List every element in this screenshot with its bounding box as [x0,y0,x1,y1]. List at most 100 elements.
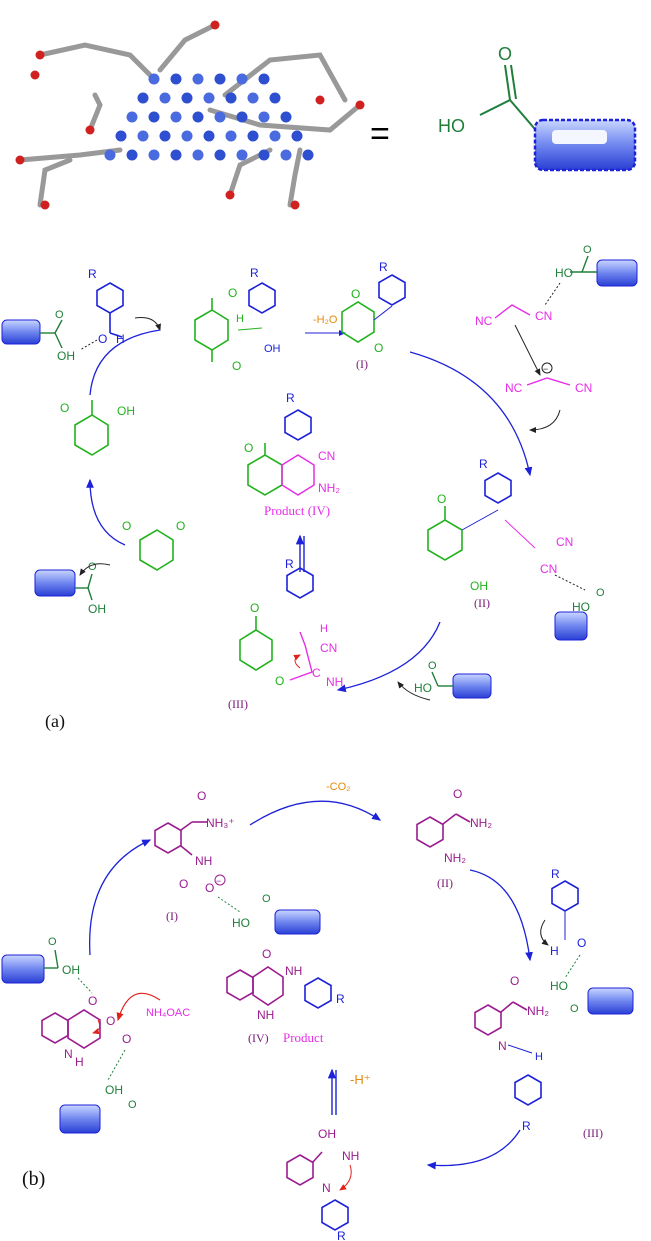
support-block [554,611,588,641]
support-block [1,319,41,345]
svg-text:(I): (I) [166,909,178,923]
svg-text:-H⁺: -H⁺ [350,1072,371,1087]
svg-text:O: O [510,974,519,988]
svg-text:R: R [337,1229,346,1241]
support-block [34,569,76,597]
svg-text:O: O [498,44,512,64]
svg-text:CN: CN [318,449,335,463]
svg-text:NH: NH [285,964,302,978]
svg-text:H: H [550,944,559,958]
svg-text:OH: OH [62,963,80,977]
product-iv-label: Product (IV) [264,503,330,518]
svg-text:OH: OH [57,349,75,363]
svg-text:(I): (I) [356,357,368,371]
svg-text:O: O [262,893,271,905]
support-block [587,987,634,1015]
svg-text:OH: OH [470,579,488,593]
support-block [274,909,321,935]
svg-text:NH: NH [257,1008,274,1022]
svg-text:NH₄OAC: NH₄OAC [146,1007,190,1019]
svg-text:R: R [286,391,295,405]
svg-text:N: N [498,1039,507,1053]
panel-b: O NH₃⁺ NH O O − (I) HO O -CO₂ O NH₂ NH₂ … [1,781,634,1241]
svg-text:O: O [60,401,69,415]
svg-text:CN: CN [540,562,557,576]
svg-text:NH₂: NH₂ [444,851,466,865]
svg-text:(IV): (IV) [248,1031,269,1045]
svg-text:−: − [543,364,548,374]
svg-text:O: O [128,1099,137,1111]
svg-text:OH: OH [88,602,106,616]
svg-text:O: O [232,359,241,373]
svg-text:H: H [116,332,125,346]
svg-text:O: O [577,936,586,950]
svg-text:(III): (III) [583,1126,603,1140]
svg-text:NC: NC [475,314,493,328]
svg-text:O: O [275,674,284,688]
svg-text:H: H [535,1051,543,1063]
svg-text:R: R [522,1119,531,1133]
svg-text:H: H [320,623,328,635]
svg-text:H: H [236,313,244,325]
svg-text:CN: CN [535,309,552,323]
svg-text:O: O [453,787,462,801]
svg-text:O: O [106,1014,115,1028]
svg-text:HO: HO [550,979,568,993]
svg-text:NH₂: NH₂ [318,481,340,495]
svg-text:-H₂O: -H₂O [313,314,338,326]
svg-text:C: C [312,666,321,680]
svg-text:O: O [351,287,360,301]
svg-text:NH: NH [326,675,343,689]
svg-text:R: R [336,992,345,1006]
svg-text:O: O [583,244,592,256]
svg-text:O: O [250,601,259,615]
svg-text:O: O [197,789,206,803]
svg-text:O: O [98,332,107,346]
svg-text:N: N [64,1047,73,1061]
support-block [1,954,45,984]
svg-text:O: O [88,561,97,573]
equals-sign: = [370,115,390,153]
svg-text:NH₂: NH₂ [527,1004,549,1018]
svg-text:O: O [55,309,64,321]
svg-text:NH: NH [195,854,212,868]
svg-text:HO: HO [572,600,590,614]
svg-text:R: R [88,267,97,281]
svg-text:CN: CN [556,535,573,549]
svg-text:O: O [570,1003,579,1015]
support-block [596,259,638,287]
support-block [59,1104,101,1134]
svg-text:-CO₂: -CO₂ [326,781,350,793]
svg-text:O: O [262,947,271,961]
panel-a: R O H O OH O O H R OH -H₂O O O R (I) [1,244,638,732]
svg-text:R: R [250,266,259,280]
svg-text:O: O [122,519,131,533]
svg-text:O: O [88,994,97,1008]
svg-text:(II): (II) [474,596,490,610]
svg-text:R: R [285,557,294,571]
svg-text:OH: OH [264,343,281,355]
svg-text:OH: OH [318,1127,336,1141]
svg-text:NH: NH [342,1149,359,1163]
svg-text:HO: HO [555,266,573,280]
svg-text:O: O [205,881,214,895]
panel-b-label: (b) [22,1168,45,1190]
svg-text:NC: NC [505,381,523,395]
svg-text:R: R [551,867,560,881]
svg-text:NH₂: NH₂ [470,816,492,830]
svg-text:O: O [437,492,446,506]
carboxyl-block-legend: O HO [438,44,637,172]
svg-text:(III): (III) [228,697,248,711]
svg-text:OH: OH [117,404,135,418]
svg-text:CN: CN [320,641,337,655]
svg-text:−: − [216,876,221,886]
svg-text:(II): (II) [437,876,453,890]
svg-text:O: O [179,877,188,891]
svg-text:O: O [48,936,57,948]
svg-text:N: N [322,1181,331,1195]
support-block [533,118,637,172]
svg-text:O: O [374,341,383,355]
panel-a-label: (a) [45,711,65,732]
svg-text:NH₃⁺: NH₃⁺ [206,816,235,830]
